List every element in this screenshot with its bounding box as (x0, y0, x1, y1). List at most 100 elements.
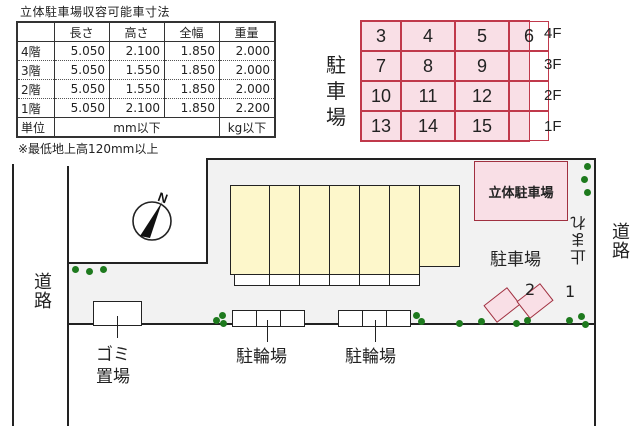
unit (419, 185, 460, 267)
table-cell: 5.050 (54, 60, 110, 80)
tree-icon (513, 320, 520, 327)
clearance-note: ※最低地上高120mm以上 (18, 142, 159, 156)
balcony (299, 274, 330, 286)
tree-icon (72, 266, 79, 273)
parking-slot: 9 (455, 51, 509, 81)
tree-icon (456, 320, 463, 327)
table-row: 4階 5.050 2.100 1.850 2.000 (16, 41, 276, 61)
table-cell: 5.050 (54, 79, 110, 99)
road-right-edge (594, 158, 596, 426)
table-header: 全幅 (164, 21, 220, 42)
parking-slot: 3 (361, 21, 401, 51)
table-row: 1階 5.050 2.100 1.850 2.200 (16, 98, 276, 118)
tree-icon (584, 163, 591, 170)
parking-slot: 10 (361, 81, 401, 111)
spec-table-title: 立体駐車場収容可能車寸法 (20, 5, 171, 19)
parking-slot: 4 (401, 21, 455, 51)
table-cell: 3階 (16, 60, 55, 80)
table-cell: 2.100 (109, 41, 165, 61)
table-cell: 1.850 (164, 60, 220, 80)
table-cell: 1.550 (109, 79, 165, 99)
unit (389, 185, 420, 275)
tree-icon (566, 317, 573, 324)
tree-icon (219, 312, 226, 319)
table-cell: 2.000 (219, 41, 276, 61)
table-cell: 2.000 (219, 60, 276, 80)
unit-weight: kg以下 (219, 117, 276, 138)
unit-row: 単位 mm以下 kg以下 (16, 117, 276, 138)
garbage-label: ゴミ (96, 345, 130, 365)
table-cell: 1.850 (164, 98, 220, 118)
parking-space-number: 2 (525, 280, 536, 299)
bicycle-slot (386, 310, 411, 327)
table-cell: 4階 (16, 41, 55, 61)
road-left-outer-edge (12, 164, 14, 426)
tree-icon (581, 176, 588, 183)
parking-lot-label: 駐車場 (490, 250, 541, 270)
unit-label: 単位 (16, 117, 55, 138)
site-bottom-boundary (67, 323, 596, 325)
road-left-inner-edge (67, 166, 69, 426)
balcony (329, 274, 360, 286)
parking-slot: 14 (401, 111, 455, 141)
parking-slot: 13 (361, 111, 401, 141)
table-cell: 2階 (16, 79, 55, 99)
tree-icon (478, 318, 485, 325)
garbage-leader-line (117, 316, 118, 338)
table-header (16, 21, 55, 42)
floor-label: 4F (544, 25, 562, 42)
table-row: 3階 5.050 1.550 1.850 2.000 (16, 60, 276, 80)
table-cell: 2.000 (219, 79, 276, 99)
table-header: 長さ (54, 21, 110, 42)
road-label-right: 道路 (609, 222, 630, 260)
compass-north-label: N (156, 190, 170, 206)
parking-slot: 6 (509, 21, 549, 51)
floor-label: 3F (544, 56, 562, 73)
tree-icon (582, 321, 589, 328)
parking-tower-label: 駐車場 (326, 53, 346, 129)
table-header: 重量 (219, 21, 276, 42)
bicycle-slot (256, 310, 281, 327)
table-cell: 1.550 (109, 60, 165, 80)
tree-icon (100, 266, 107, 273)
parking-slot: 7 (361, 51, 401, 81)
tree-icon (220, 320, 227, 327)
site-top-boundary (206, 158, 596, 160)
parking-tower-building: 立体駐車場 (474, 161, 568, 221)
compass-icon: N (132, 190, 172, 241)
tree-icon (418, 318, 425, 325)
table-cell: 2.100 (109, 98, 165, 118)
stop-sign-text: 止まれ (570, 214, 589, 265)
tree-icon (584, 189, 591, 196)
parking-tower-grid: 3 4 5 6 7 8 9 10 11 12 13 14 15 (360, 20, 549, 142)
parking-slot: 8 (401, 51, 455, 81)
parking-slot: 5 (455, 21, 509, 51)
table-cell: 5.050 (54, 41, 110, 61)
table-cell: 2.200 (219, 98, 276, 118)
table-cell: 1.850 (164, 41, 220, 61)
bicycle-slot (280, 310, 305, 327)
parking-slot (509, 81, 549, 111)
balcony (269, 274, 300, 286)
bicycle-parking-label: 駐輪場 (345, 347, 396, 367)
floor-label: 2F (544, 87, 562, 104)
bicycle-parking-label: 駐輪場 (236, 347, 287, 367)
table-cell: 5.050 (54, 98, 110, 118)
tree-icon (413, 312, 420, 319)
floor-label: 1F (544, 118, 562, 135)
bicycle-leader-line (267, 320, 268, 342)
parking-slot: 12 (455, 81, 509, 111)
spec-table: 長さ 高さ 全幅 重量 4階 5.050 2.100 1.850 2.000 3… (16, 21, 276, 138)
unit (299, 185, 330, 275)
bicycle-leader-line (375, 320, 376, 342)
parking-slot: 11 (401, 81, 455, 111)
balcony (234, 274, 270, 286)
unit-dimension: mm以下 (54, 117, 220, 138)
table-cell: 1階 (16, 98, 55, 118)
parking-slot (509, 111, 549, 141)
parking-slot: 15 (455, 111, 509, 141)
parking-space-number: 1 (565, 282, 576, 301)
road-label-left: 道路 (31, 272, 52, 310)
tree-icon (578, 313, 585, 320)
site-step-boundary (206, 158, 208, 264)
